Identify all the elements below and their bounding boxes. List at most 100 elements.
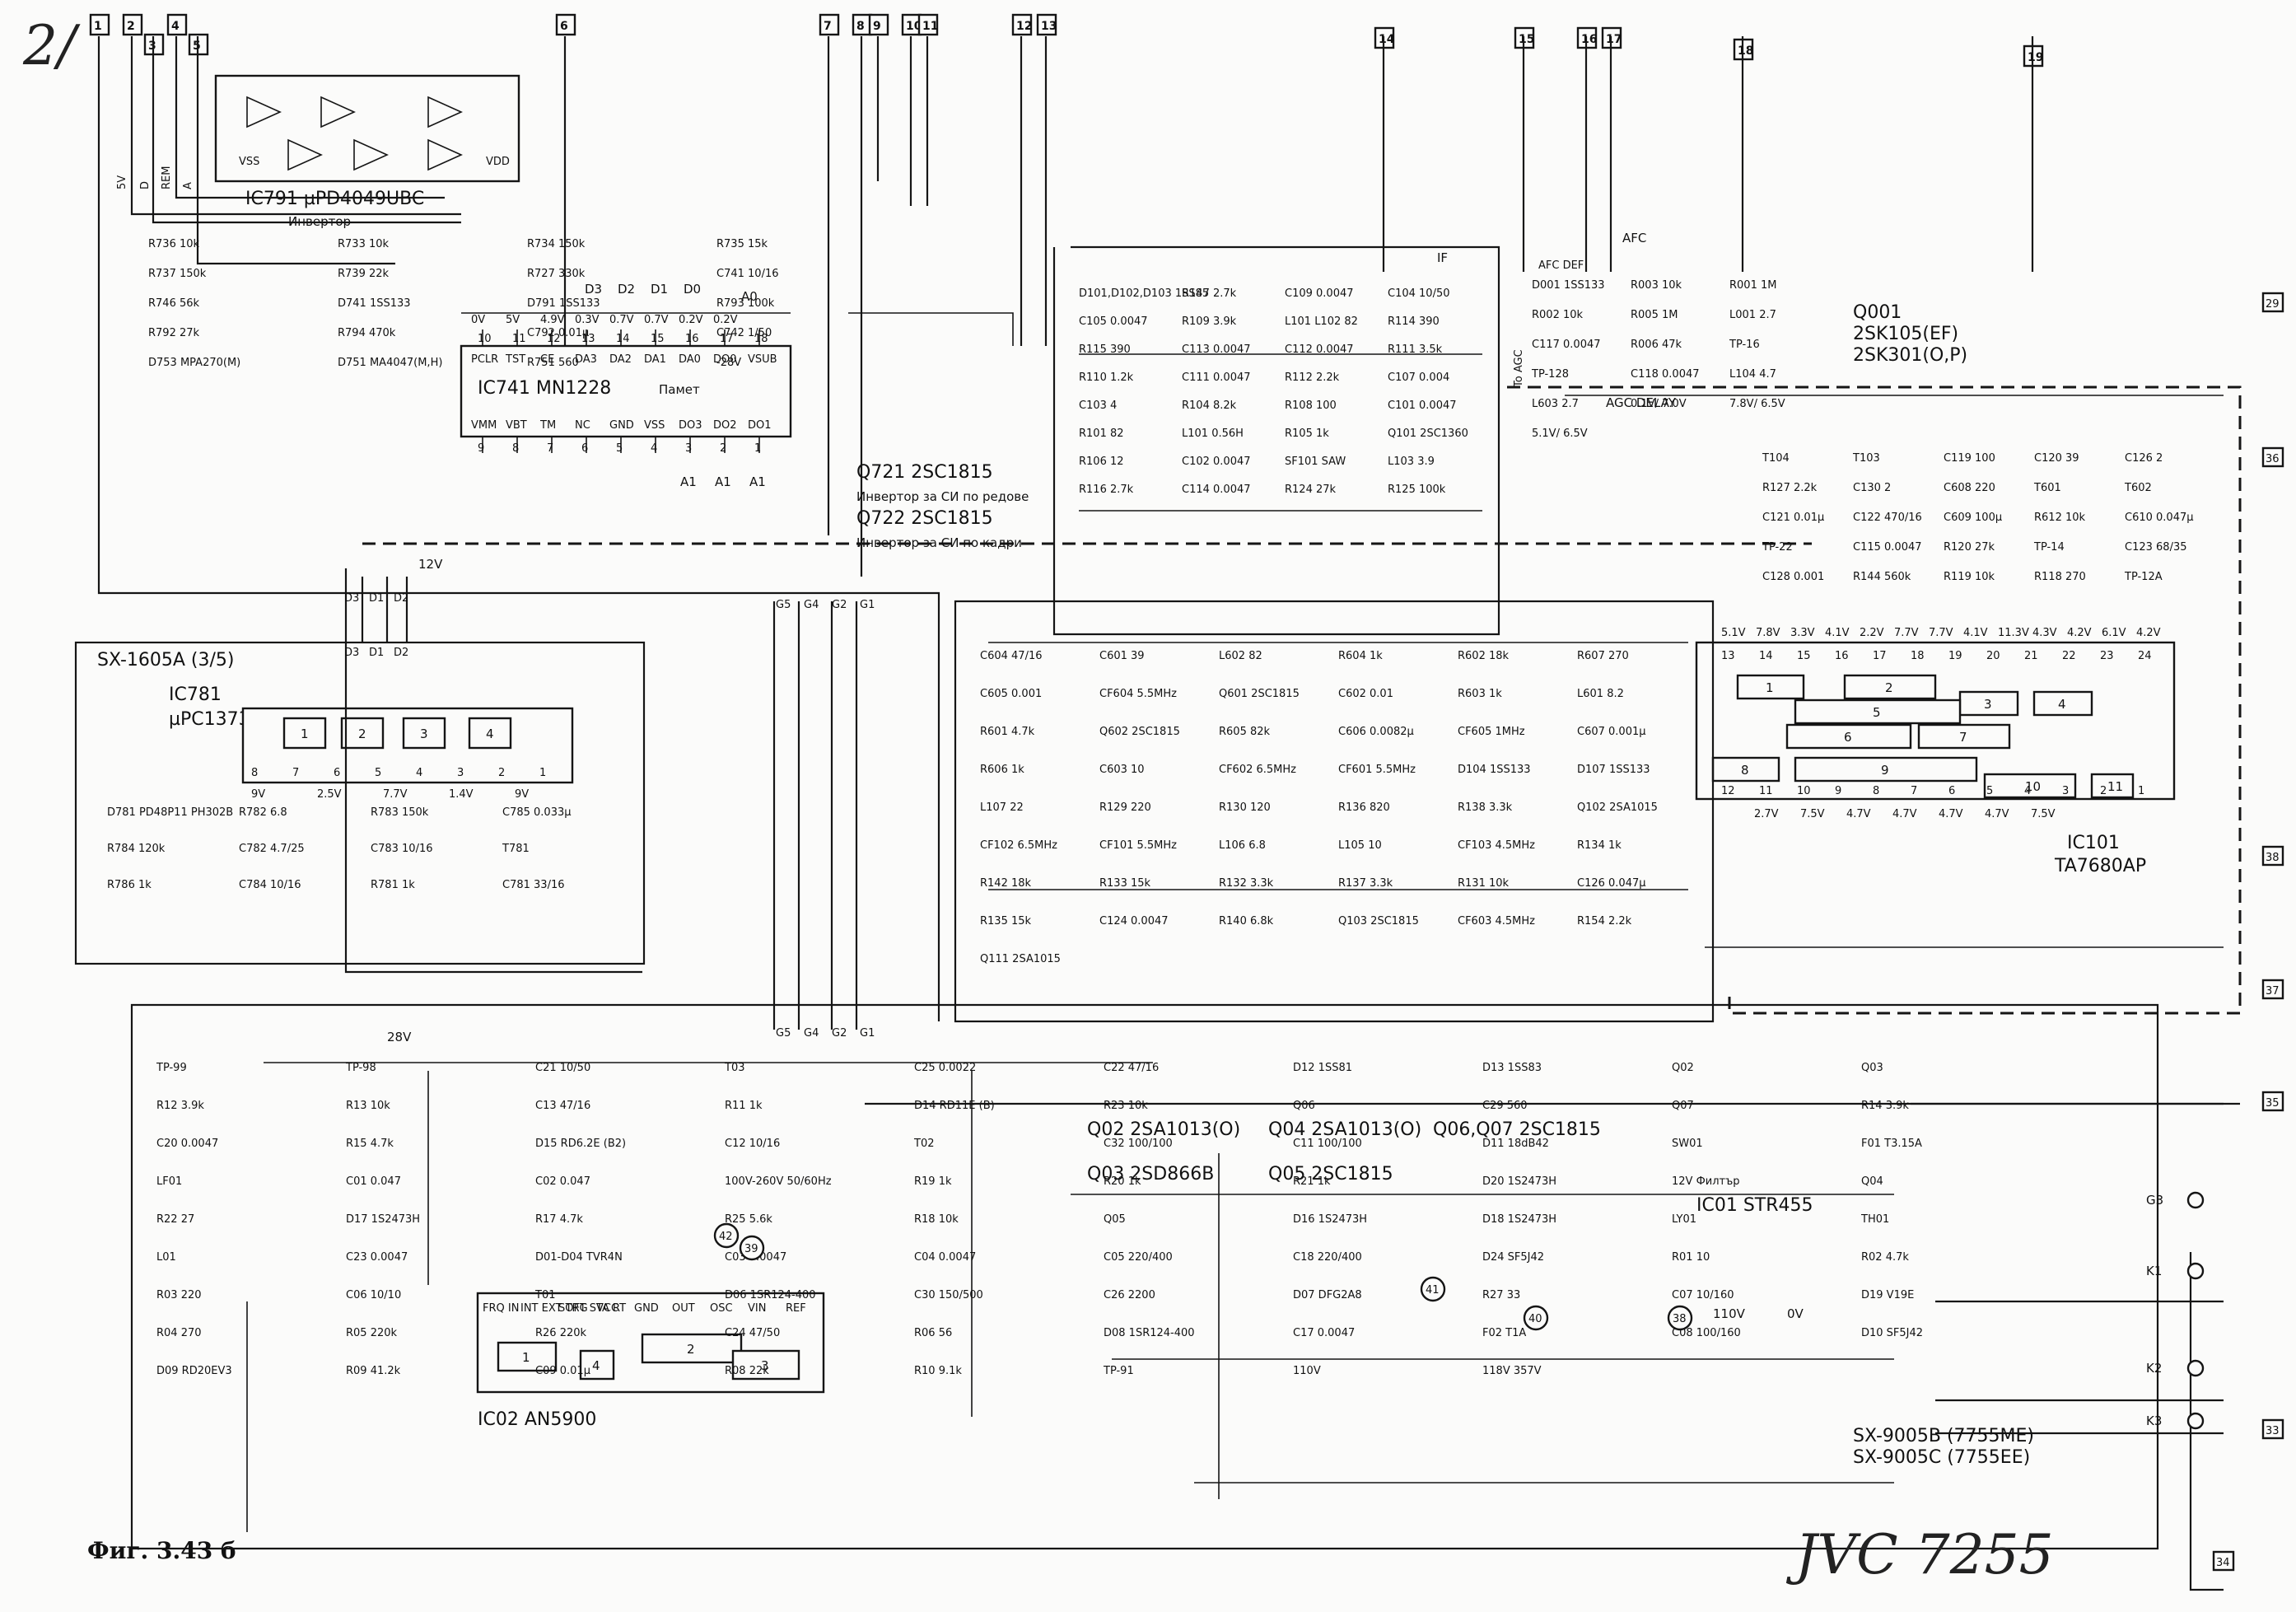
label-12v: 12V [418,557,443,572]
component-r784: R784 120k [107,843,166,855]
ic02-block: 2 [687,1342,695,1357]
ic101-pin: 20 [1986,650,2000,662]
component-ly01: LY01 [1672,1213,1696,1226]
ic101-pin: 2 [2100,785,2107,797]
component-r27: R27 33 [1482,1289,1520,1301]
component-r131: R131 10k [1458,877,1510,890]
component-v78: 7.8V/ 6.5V [1729,398,1785,410]
component-r15: R15 4.7k [346,1138,394,1150]
component-r735: R735 15k [716,238,768,250]
corner-note: 2/ [22,14,81,77]
ic741-pin-name: GND [609,419,634,432]
q001-line: 2SK301(O,P) [1853,345,1967,366]
ic101-pin: 15 [1797,650,1811,662]
component-d20: D20 1S2473H [1482,1175,1556,1188]
component-r129: R129 220 [1099,801,1151,814]
component-r144: R144 560k [1853,571,1911,583]
component-r792: R792 27k [148,327,200,339]
component-t02: T02 [913,1138,934,1150]
component-c32: C32 100/100 [1104,1138,1173,1150]
component-v51: 5.1V/ 6.5V [1532,428,1588,440]
component-q06: Q06 [1293,1100,1315,1112]
ic101-pin: 11 [1759,785,1773,797]
ic101-pin: 8 [1873,785,1879,797]
component-c121: C121 0.01µ [1762,512,1824,524]
ic741-pin-name: DA2 [609,353,632,366]
connector-number: 16 [1581,33,1597,46]
component-r733: R733 10k [338,238,390,250]
component-cf602: CF602 6.5MHz [1219,764,1296,776]
component-r607: R607 270 [1577,650,1629,662]
right-tag: 29 [2266,298,2280,311]
connector-box: 9 [868,13,889,36]
component-d791: D791 1SS133 [527,297,600,310]
ic01-name: IC01 STR455 [1696,1195,1813,1216]
component-v28: -28V [716,357,741,369]
component-c02: C02 0.047 [535,1175,590,1188]
connector-number: 12 [1016,20,1032,33]
marker-circle [739,1235,765,1261]
g-bus-label: G1 [860,1027,875,1040]
component-c112: C112 0.0047 [1285,343,1354,356]
ic101-pin: 18 [1911,650,1925,662]
marker-circle [1420,1276,1446,1302]
component-c123: C123 68/35 [2125,541,2187,554]
ic741-volt: 0.7V [609,314,634,326]
ic101-pin: 17 [1873,650,1887,662]
power-legend-line: Q05 2SC1815 [1268,1164,1393,1184]
component-d17: D17 1S2473H [346,1213,420,1226]
component-c22: C22 47/16 [1104,1062,1159,1074]
component-t781: T781 [502,843,530,855]
component-l102: L101 L102 82 [1285,315,1358,328]
ic101-volt: 3.3V [1790,627,1815,639]
label-rem: REM [161,166,173,189]
power-transistor-legend: Q02 2SA1013(O)Q04 2SA1013(O)Q06,Q07 2SC1… [1087,1119,1601,1184]
component-q602: Q602 2SC1815 [1099,726,1180,738]
component-r751: R751 560 [527,357,579,369]
ic781-frame [74,641,646,965]
ic741-pin-name: VMM [471,419,497,432]
main-wiring [97,36,2242,1591]
connector-number: 8 [856,20,865,33]
connector-number: 2 [127,20,135,33]
ic741-pin: 10 [478,333,492,345]
right-tag: 38 [2266,852,2280,864]
ic101-pin: 1 [2138,785,2144,797]
component-c11: C11 100/100 [1293,1138,1362,1150]
marker-label: 39 [744,1243,758,1255]
component-d107: D107 1SS133 [1577,764,1650,776]
ic741-name: IC741 MN1228 [478,378,611,399]
component-lf01: LF01 [156,1175,182,1188]
component-c120: C120 39 [2034,452,2079,465]
connector-number: 9 [873,20,881,33]
ic741-pin: 4 [651,442,657,455]
ic741-pin: 17 [720,333,734,345]
ic101-block: 3 [1984,697,1992,712]
component-d14: D14 RD11E (B) [914,1100,995,1112]
label-agc-delay: AGC DELAY [1606,395,1677,410]
ic741-pin: 13 [581,333,595,345]
component-r783: R783 150k [371,806,429,819]
ic02-name: IC02 AN5900 [478,1409,596,1430]
component-d16: D16 1S2473H [1293,1213,1367,1226]
component-r601: R601 4.7k [980,726,1035,738]
component-r111: R111 3.5k [1388,343,1443,356]
component-l106: L106 6.8 [1219,839,1266,852]
component-cf102: CF102 6.5MHz [980,839,1057,852]
component-r101: R101 82 [1079,428,1124,440]
connector-box: 8 [852,13,873,36]
connector-number: 3 [148,40,156,53]
ic781-pin: 3 [457,767,464,779]
right-tag: 36 [2266,453,2280,465]
component-c130: C130 2 [1853,482,1891,494]
component-t104: T104 [1762,452,1790,465]
component-r26: R26 220k [535,1327,587,1339]
label-afc: AFC [1622,231,1646,245]
q001-line: 2SK105(EF) [1853,324,1958,344]
connector-box: 15 [1514,26,1534,49]
output-pin: G3 [2146,1193,2163,1208]
component-c13: C13 47/16 [535,1100,590,1112]
